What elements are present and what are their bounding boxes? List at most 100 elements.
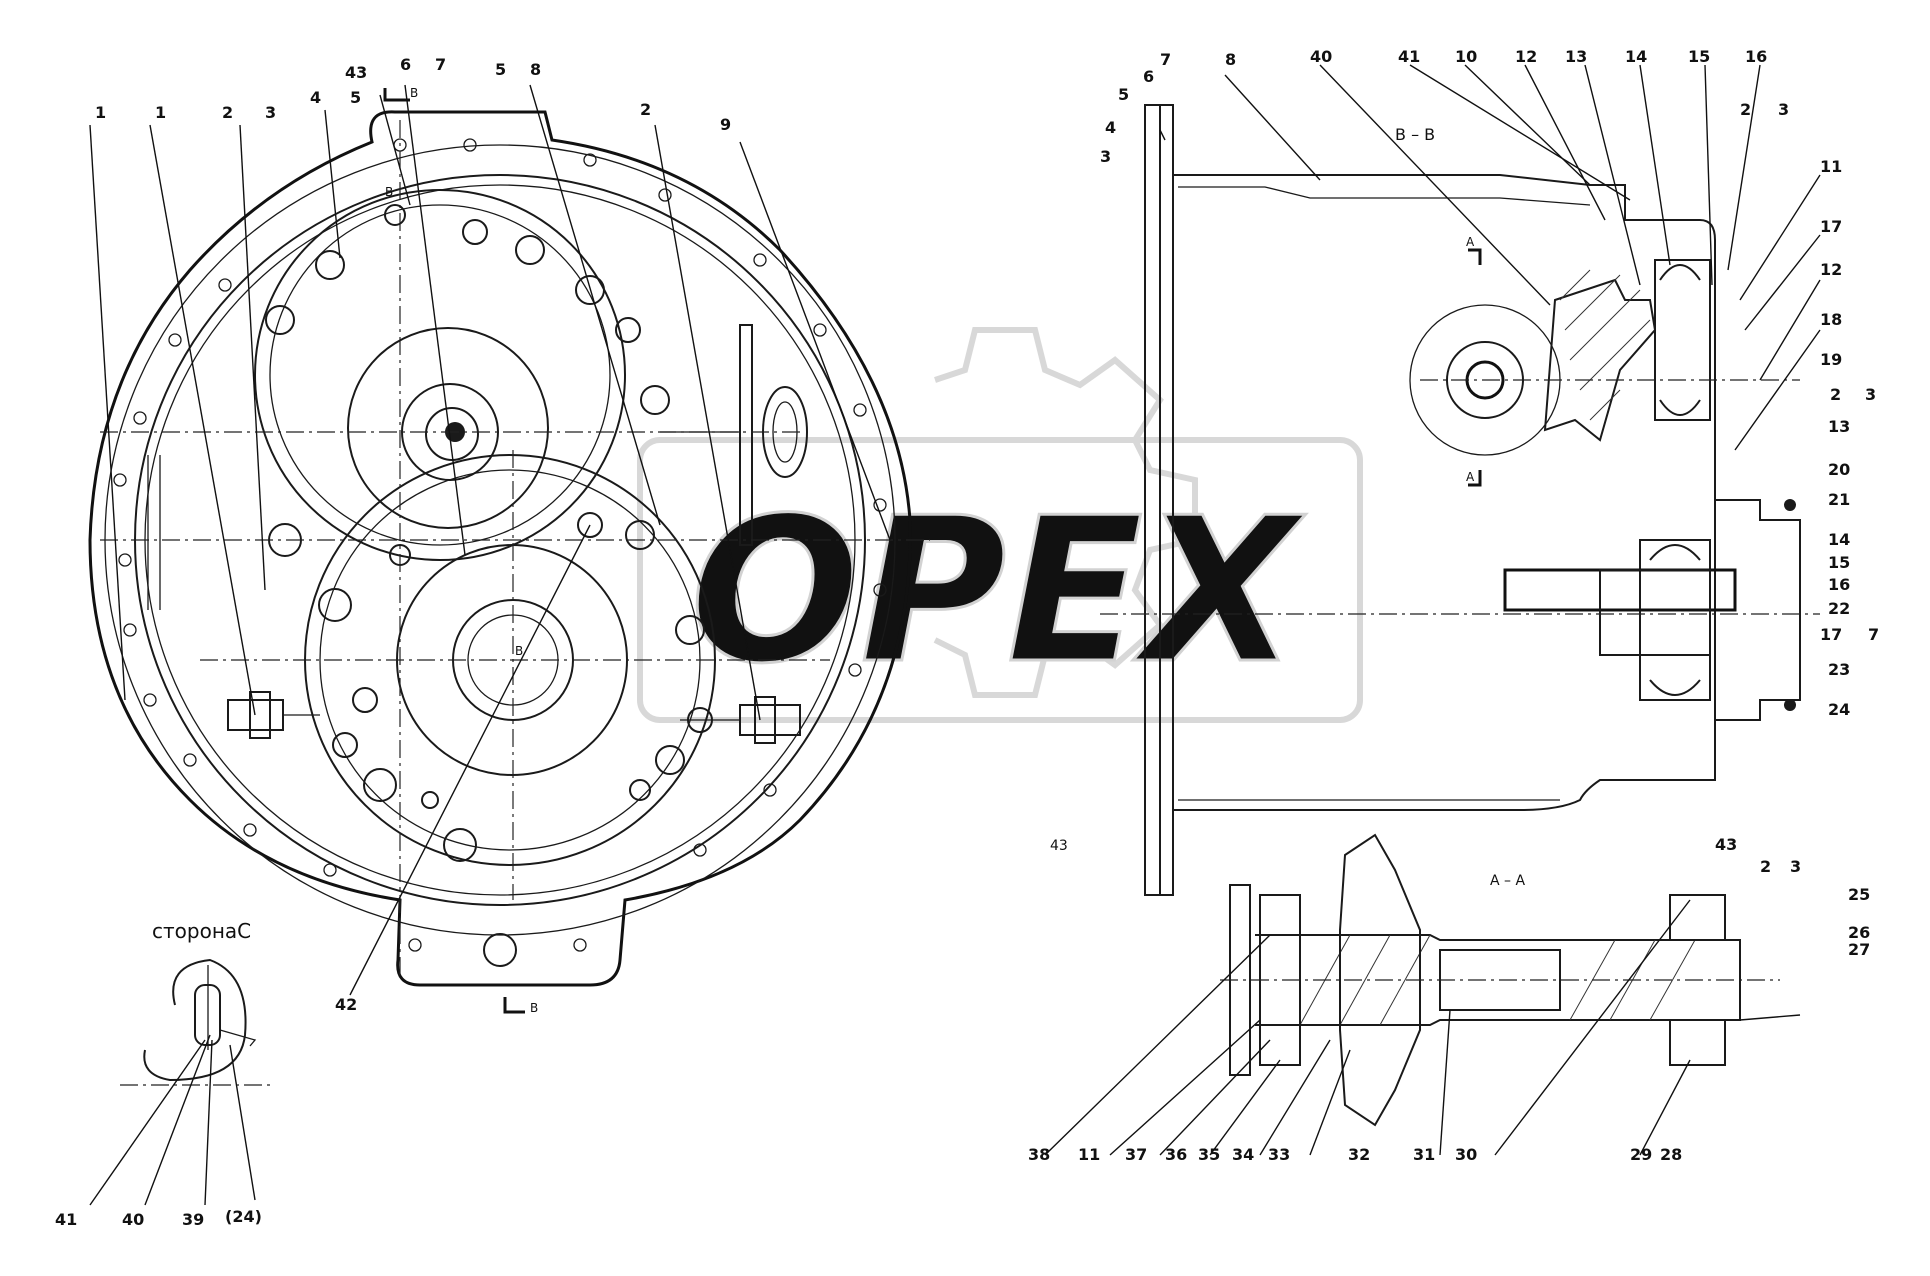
callout-bbr-7: 7: [1868, 625, 1879, 644]
callout-aa-26: 26: [1848, 923, 1870, 942]
front-flange-holes: [113, 138, 887, 967]
callout-aa-30: 30: [1455, 1145, 1477, 1164]
callout-front-9: 9: [720, 115, 731, 134]
callout-aa-11: 11: [1078, 1145, 1100, 1164]
callout-bbr-20: 20: [1828, 460, 1850, 479]
svg-text:B: B: [530, 1001, 538, 1015]
callout-side-40: 40: [122, 1210, 144, 1229]
callout-aa-25: 25: [1848, 885, 1870, 904]
callout-aa-31: 31: [1413, 1145, 1435, 1164]
section-bb-title: B – B: [1395, 125, 1435, 144]
callout-front-6: 6: [400, 55, 411, 74]
callout-bbr-24: 24: [1828, 700, 1850, 719]
section-aa-title: A – A: [1490, 873, 1525, 889]
callout-bb-13: 13: [1565, 47, 1587, 66]
callout-aa-36: 36: [1165, 1145, 1187, 1164]
callout-front-5b: 5: [495, 60, 506, 79]
callout-front-4: 4: [310, 88, 321, 107]
svg-text:A: A: [1466, 470, 1475, 484]
callout-bb-3: 3: [1778, 100, 1789, 119]
callout-bbr-21: 21: [1828, 490, 1850, 509]
callout-front-2: 2: [222, 103, 233, 122]
callout-bb-41: 41: [1398, 47, 1420, 66]
watermark-text: OPEX: [690, 475, 1306, 708]
callout-bb-12: 12: [1515, 47, 1537, 66]
callout-bb-16: 16: [1745, 47, 1767, 66]
callout-bbl-4: 4: [1105, 118, 1116, 137]
callout-aa-28: 28: [1660, 1145, 1682, 1164]
svg-text:A: A: [1466, 235, 1475, 249]
callout-bbr-3: 3: [1865, 385, 1876, 404]
callout-bbl-6: 6: [1143, 67, 1154, 86]
upper-gear-hub: [347, 327, 549, 529]
callout-aa-3: 3: [1790, 857, 1801, 876]
aa-right-bearing: [1669, 894, 1726, 941]
callout-bbr-12: 12: [1820, 260, 1842, 279]
left-fitting: [227, 691, 320, 739]
bb-cut-a-top: A: [1466, 235, 1482, 265]
watermark-gear-icon: [933, 327, 1198, 698]
callout-front-42: 42: [335, 995, 357, 1014]
callout-aa-35: 35: [1198, 1145, 1220, 1164]
watermark: OPEX: [637, 327, 1363, 723]
callout-aa-33: 33: [1268, 1145, 1290, 1164]
aa-shaft-hatch: [1299, 934, 1696, 1026]
front-left-strap: [147, 455, 161, 610]
side-c-outline: [143, 958, 247, 1082]
side-c-title: сторонаC: [152, 919, 251, 943]
callout-front-43: 43: [345, 63, 367, 82]
callout-aa-29: 29: [1630, 1145, 1652, 1164]
callout-bbr-17b: 17: [1820, 625, 1842, 644]
callout-front-1: 1: [95, 103, 106, 122]
front-view: B B B B 43: [88, 86, 1068, 1015]
callout-bbr-13: 13: [1828, 417, 1850, 436]
callout-bbr-16: 16: [1828, 575, 1850, 594]
bb-output-shaft: [1503, 568, 1737, 612]
cut-mark-top: B: [383, 86, 418, 102]
callout-bbr-14: 14: [1828, 530, 1850, 549]
upper-gear-bore: [425, 407, 479, 461]
front-bolts: [265, 204, 713, 862]
callout-bbr-11: 11: [1820, 157, 1842, 176]
leaders: [89, 64, 1821, 1206]
callout-side-41: 41: [55, 1210, 77, 1229]
bb-hatch: [1559, 269, 1651, 421]
callout-aa-32: 32: [1348, 1145, 1370, 1164]
bb-bearing: [1599, 569, 1711, 656]
right-fitting: [680, 696, 801, 744]
bb-end-cover: [1715, 499, 1801, 721]
callout-side-39: 39: [182, 1210, 204, 1229]
callout-front-8: 8: [530, 60, 541, 79]
bottom-label: 43: [1050, 838, 1068, 854]
callout-bb-15: 15: [1688, 47, 1710, 66]
callout-front-2b: 2: [640, 100, 651, 119]
section-aa: A – A: [1220, 833, 1780, 1127]
callouts: 1 1 2 3 4 5 43 6 7 5 8 2 9 42 41 40 39 (…: [55, 47, 1879, 1229]
center-mark: B: [515, 644, 523, 658]
callout-aa-2: 2: [1760, 857, 1771, 876]
callout-front-5: 5: [350, 88, 361, 107]
cut-mark-bottom: B: [503, 997, 538, 1015]
callout-bbr-22: 22: [1828, 599, 1850, 618]
callout-bbr-17: 17: [1820, 217, 1842, 236]
callout-bb-7: 7: [1160, 50, 1171, 69]
aa-bevel-gear: [1339, 833, 1421, 1127]
bb-cut-a-bottom: A: [1466, 470, 1482, 487]
callout-bbr-19: 19: [1820, 350, 1842, 369]
callout-front-3: 3: [265, 103, 276, 122]
callout-aa-37: 37: [1125, 1145, 1147, 1164]
callout-side-24: (24): [225, 1207, 262, 1226]
callout-aa-38: 38: [1028, 1145, 1050, 1164]
callout-bbr-23: 23: [1828, 660, 1850, 679]
callout-bbl-5: 5: [1118, 85, 1129, 104]
svg-text:B: B: [410, 86, 418, 100]
bb-upper-wheel: [1654, 259, 1711, 421]
callout-bb-40: 40: [1310, 47, 1332, 66]
callout-aa-27: 27: [1848, 940, 1870, 959]
cut-mark-left: B: [385, 185, 393, 199]
callout-bbr-2: 2: [1830, 385, 1841, 404]
watermark-plate: [637, 437, 1363, 723]
upper-gear-outer: [254, 189, 626, 561]
side-c-view: сторонаC: [120, 919, 270, 1086]
